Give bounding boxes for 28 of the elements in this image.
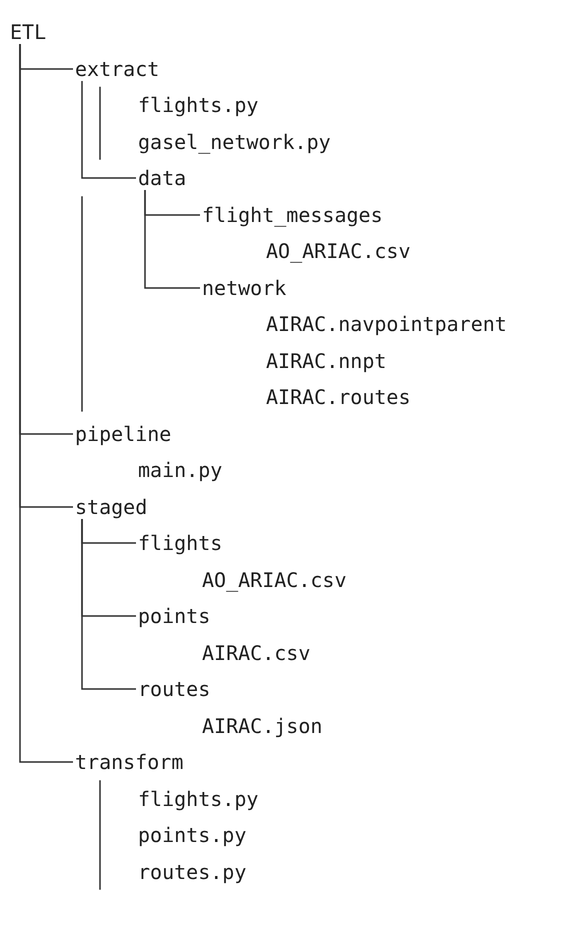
folder-name: data xyxy=(138,166,186,190)
folder-name: network xyxy=(202,276,286,300)
tree-branch-line xyxy=(81,519,136,690)
file-name: AO_ARIAC.csv xyxy=(266,239,410,263)
tree-branch-line xyxy=(81,81,136,179)
folder-name: extract xyxy=(75,56,160,80)
file-name: AIRAC.csv xyxy=(202,640,310,664)
folder-name: points xyxy=(138,604,210,628)
file-name: points.py xyxy=(138,823,246,847)
folder-name: flight_messages xyxy=(202,202,383,226)
file-name: AO_ARIAC.csv xyxy=(202,568,346,592)
file-name: main.py xyxy=(138,458,222,482)
file-name: routes.py xyxy=(138,860,246,884)
file-name: AIRAC.navpointparent xyxy=(266,312,507,336)
folder-name: pipeline xyxy=(75,422,172,446)
folder-name: staged xyxy=(75,494,148,518)
file-name: flights.py xyxy=(138,93,258,117)
file-name: AIRAC.json xyxy=(202,714,322,738)
tree-branch-line xyxy=(19,44,73,763)
folder-name: transform xyxy=(75,750,184,774)
file-name: AIRAC.nnpt xyxy=(266,348,386,372)
file-name: flights.py xyxy=(138,786,258,810)
folder-name: ETL xyxy=(10,20,46,44)
tree-branch-line xyxy=(144,190,200,289)
folder-name: flights xyxy=(138,531,222,555)
file-name: AIRAC.routes xyxy=(266,385,410,409)
file-name: gasel_network.py xyxy=(138,130,331,154)
folder-name: routes xyxy=(138,677,210,701)
